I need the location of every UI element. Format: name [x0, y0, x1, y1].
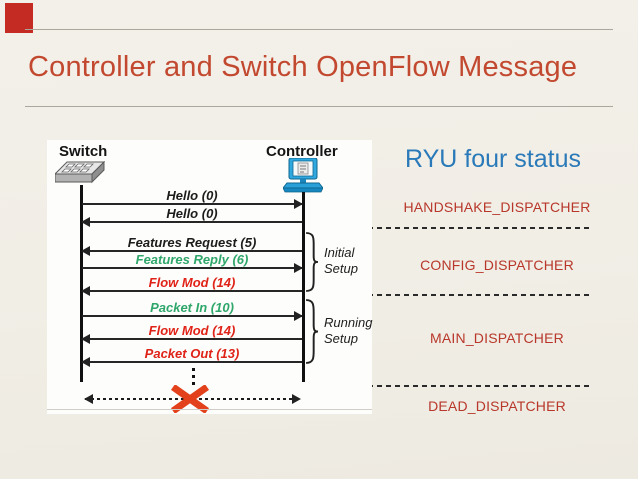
arrowhead-left-icon: [81, 357, 90, 367]
status-main-dispatcher: MAIN_DISPATCHER: [430, 330, 564, 346]
title-rule-bottom: [25, 106, 613, 107]
running-setup-brace: [306, 299, 318, 364]
message-hello-2: Hello (0): [81, 206, 302, 227]
message-flow-mod-2: Flow Mod (14): [81, 323, 302, 344]
arrowhead-left-icon: [81, 246, 90, 256]
message-label: Features Reply (6): [135, 252, 249, 267]
actor-label-switch: Switch: [59, 143, 108, 160]
message-label: Packet Out (13): [144, 346, 240, 361]
slide-title: Controller and Switch OpenFlow Message: [28, 51, 578, 83]
arrowhead-right-icon: [294, 263, 303, 273]
status-handshake-dispatcher: HANDSHAKE_DISPATCHER: [403, 199, 591, 215]
initial-setup-brace: [306, 232, 318, 292]
controller-icon: [281, 157, 325, 199]
message-label: Packet In (10): [150, 300, 234, 315]
arrowhead-left-icon: [81, 286, 90, 296]
sequence-diagram: Switch Controller Hello: [47, 140, 372, 414]
message-label: Flow Mod (14): [148, 323, 236, 338]
accent-square: [5, 3, 33, 33]
status-config-dispatcher: CONFIG_DISPATCHER: [420, 257, 574, 273]
status-dead-dispatcher: DEAD_DISPATCHER: [428, 398, 566, 414]
title-rule-top: [25, 29, 613, 30]
status-panel-heading: RYU four status: [405, 145, 582, 173]
arrowhead-right-icon: [292, 394, 301, 404]
continuation-ellipsis: [192, 368, 195, 385]
switch-icon: [53, 160, 106, 192]
message-label: Flow Mod (14): [148, 275, 236, 290]
message-features-reply: Features Reply (6): [82, 252, 303, 273]
arrowhead-right-icon: [294, 311, 303, 321]
message-packet-in: Packet In (10): [82, 300, 303, 321]
message-label: Hello (0): [166, 188, 218, 203]
arrowhead-left-icon: [81, 334, 90, 344]
message-flow-mod-1: Flow Mod (14): [81, 275, 302, 296]
message-packet-out: Packet Out (13): [81, 346, 302, 367]
arrowhead-right-icon: [294, 199, 303, 209]
actor-label-controller: Controller: [266, 143, 338, 160]
phase-label-initial-setup: Initial Setup: [324, 245, 358, 276]
lifeline-switch: [80, 185, 83, 382]
message-label: Hello (0): [166, 206, 218, 221]
message-features-request: Features Request (5): [81, 235, 302, 256]
message-hello-1: Hello (0): [82, 188, 303, 209]
arrowhead-left-icon: [84, 394, 93, 404]
message-label: Features Request (5): [127, 235, 257, 250]
red-x-icon: [170, 385, 210, 413]
lifeline-controller: [302, 192, 305, 382]
arrowhead-left-icon: [81, 217, 90, 227]
phase-label-running-setup: Running Setup: [324, 315, 373, 346]
